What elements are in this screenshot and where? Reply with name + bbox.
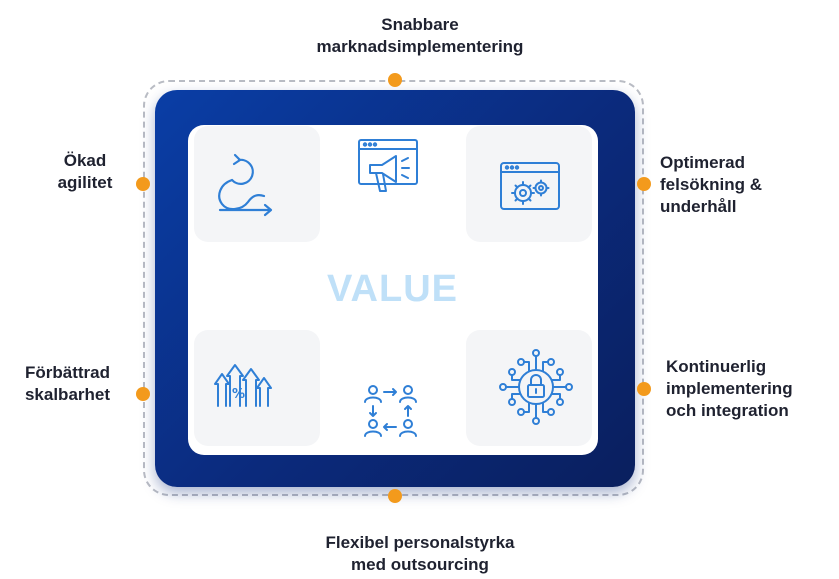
connector-dot-left-bottom: [136, 387, 150, 401]
connector-dot-right-bottom: [637, 382, 651, 396]
icon-tile-top-right: [466, 126, 592, 242]
agile-loop-icon: [218, 153, 273, 217]
connector-dot-right-top: [637, 177, 651, 191]
label-increased-agility: Ökad agilitet: [40, 150, 130, 194]
label-line: Snabbare: [381, 15, 459, 34]
label-line: agilitet: [57, 173, 113, 192]
label-line: marknadsimplementering: [316, 37, 524, 56]
connector-dot-bottom: [388, 489, 402, 503]
label-line: Ökad: [63, 151, 107, 170]
circuit-lock-icon: [499, 349, 573, 425]
label-line: implementering: [666, 379, 793, 398]
gear-browser-icon: [500, 162, 560, 210]
connector-dot-top: [388, 73, 402, 87]
megaphone-browser-icon: [358, 139, 418, 192]
label-line: underhåll: [660, 197, 737, 216]
label-line: Optimerad: [660, 153, 746, 172]
label-continuous-integration: Kontinuerlig implementering och integrat…: [666, 356, 836, 422]
label-line: skalbarhet: [24, 385, 111, 404]
label-flexible-workforce: Flexibel personalstyrka med outsourcing: [250, 532, 590, 576]
growth-arrows-icon: %: [214, 364, 272, 407]
label-line: felsökning &: [660, 175, 763, 194]
label-optimized-debugging: Optimerad felsökning & underhåll: [660, 152, 830, 218]
label-line: Flexibel personalstyrka: [325, 533, 515, 552]
label-improved-scalability: Förbättrad skalbarhet: [10, 362, 125, 406]
label-line: Förbättrad: [25, 363, 110, 382]
svg-text:%: %: [232, 387, 245, 402]
connector-dot-left-top: [136, 177, 150, 191]
label-line: Kontinuerlig: [666, 357, 767, 376]
value-title: VALUE: [327, 268, 458, 310]
icon-tile-top-left: [194, 126, 320, 242]
label-line: och integration: [666, 401, 789, 420]
label-faster-time-to-market: Snabbare marknadsimplementering: [260, 14, 580, 58]
team-exchange-icon: [364, 385, 417, 437]
label-line: med outsourcing: [351, 555, 489, 574]
